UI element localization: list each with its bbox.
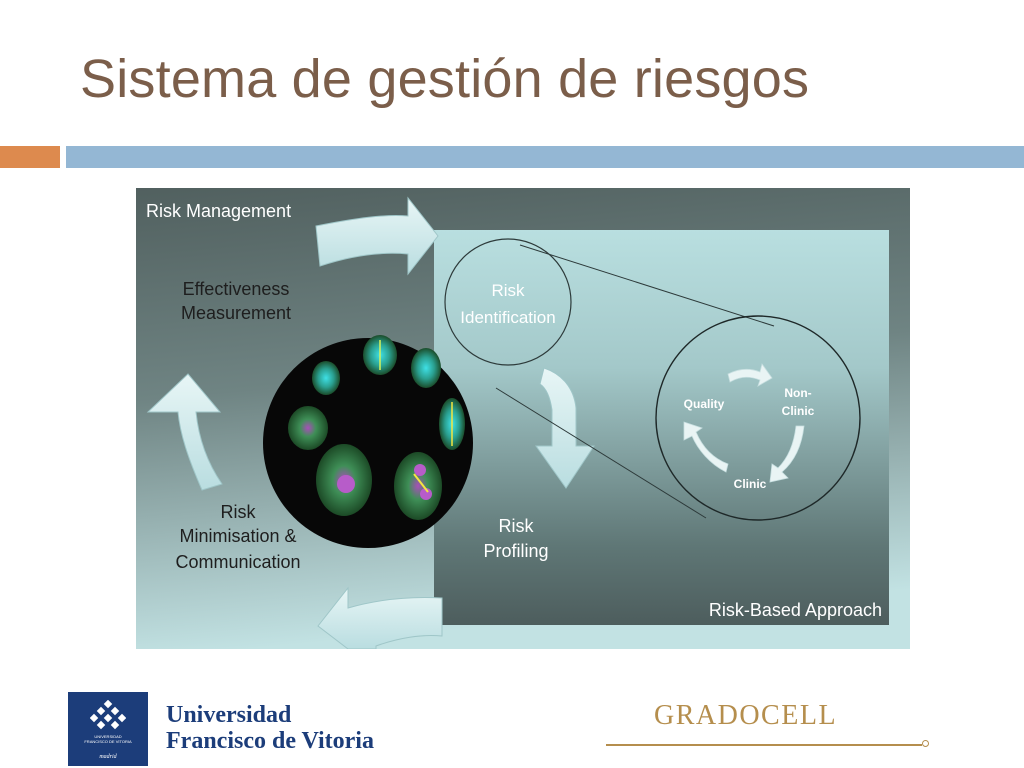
cycle-arrow-top-icon: [727, 363, 773, 387]
ufv-branding: UNIVERSIDAD FRANCISCO DE VITORIA madrid …: [68, 692, 408, 768]
gradocell-underline: [606, 744, 922, 746]
risk-identification-label-line1: Risk: [491, 281, 525, 300]
risk-identification-circle: [444, 238, 572, 366]
inner-cycle-circle: [655, 315, 861, 521]
ufv-crest-icon: [90, 700, 126, 730]
accent-bar-orange: [0, 146, 60, 168]
nonclinic-label-line1: Non-: [784, 386, 811, 400]
cycle-arrow-left-icon: [683, 421, 729, 473]
risk-profiling-label-line1: Risk: [499, 516, 535, 536]
ufv-seal-city: madrid: [99, 754, 117, 760]
arrow-left-icon: [317, 586, 443, 649]
cycle-arrow-right-icon: [769, 425, 805, 483]
arrow-up-icon: [146, 373, 223, 491]
risk-identification-label-line2: Identification: [460, 308, 555, 327]
gradocell-branding: GRADOCELL: [606, 696, 936, 756]
arrow-right-icon: [315, 196, 439, 276]
zoom-line-top: [519, 244, 775, 327]
ufv-name: Universidad Francisco de Vitoria: [166, 702, 374, 754]
diagram-canvas: Risk Management Effectiveness Measuremen…: [136, 188, 910, 649]
risk-based-approach-panel: [434, 230, 889, 625]
slide-title: Sistema de gestión de riesgos: [80, 49, 810, 109]
ufv-name-line2: Francisco de Vitoria: [166, 728, 374, 754]
effectiveness-label-line1: Effectiveness: [183, 279, 290, 299]
ufv-logo: UNIVERSIDAD FRANCISCO DE VITORIA madrid: [68, 692, 148, 766]
risk-management-label: Risk Management: [146, 201, 291, 221]
effectiveness-label-line2: Measurement: [181, 303, 291, 323]
gradocell-dot: [922, 740, 929, 747]
arrow-down-icon: [535, 367, 595, 489]
quality-label: Quality: [684, 397, 725, 411]
minimisation-label-line2: Minimisation &: [179, 526, 296, 546]
risk-management-diagram: Risk Management Effectiveness Measuremen…: [136, 188, 910, 649]
minimisation-label-line3: Communication: [175, 552, 300, 572]
minimisation-label-line1: Risk: [221, 502, 257, 522]
gradocell-logo-text: GRADOCELL: [654, 700, 838, 731]
ufv-name-line1: Universidad: [166, 702, 292, 728]
ufv-seal-name-line2: FRANCISCO DE VITORIA: [84, 739, 132, 744]
accent-bar-blue: [66, 146, 1024, 168]
zoom-line-bottom: [495, 387, 707, 519]
ufv-seal-name: UNIVERSIDAD FRANCISCO DE VITORIA: [68, 734, 148, 744]
clinic-label: Clinic: [734, 477, 767, 491]
nonclinic-label-line2: Clinic: [782, 404, 815, 418]
ufv-seal-name-line1: UNIVERSIDAD: [94, 734, 122, 739]
cell-microscopy-image: [263, 335, 473, 548]
risk-profiling-label-line2: Profiling: [483, 541, 548, 561]
risk-based-approach-label: Risk-Based Approach: [709, 600, 882, 620]
